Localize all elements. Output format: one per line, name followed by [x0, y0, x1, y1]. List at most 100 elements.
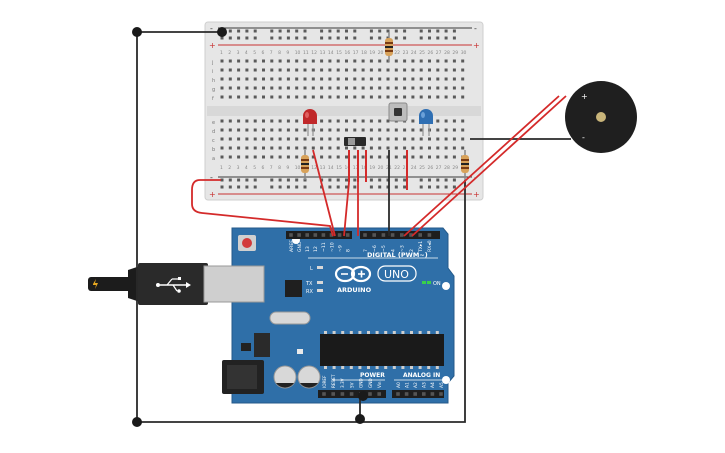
rail-hole[interactable] [253, 178, 257, 182]
rail-hole[interactable] [253, 185, 257, 189]
breadboard-hole[interactable] [419, 155, 423, 159]
breadboard-hole[interactable] [419, 86, 423, 90]
breadboard-hole[interactable] [228, 86, 232, 90]
breadboard-hole[interactable] [303, 146, 307, 150]
breadboard-hole[interactable] [361, 146, 365, 150]
breadboard-hole[interactable] [461, 146, 465, 150]
junction-bottom-middle[interactable] [355, 414, 365, 424]
breadboard-hole[interactable] [237, 86, 241, 90]
breadboard-hole[interactable] [436, 95, 440, 99]
push-button[interactable] [388, 102, 408, 122]
breadboard-hole[interactable] [386, 146, 390, 150]
breadboard-hole[interactable] [320, 77, 324, 81]
rail-hole[interactable] [270, 29, 274, 33]
breadboard-hole[interactable] [394, 77, 398, 81]
breadboard-hole[interactable] [253, 86, 257, 90]
breadboard-hole[interactable] [336, 155, 340, 159]
breadboard-hole[interactable] [220, 128, 224, 132]
breadboard-hole[interactable] [270, 119, 274, 123]
push-button-cap[interactable] [394, 108, 402, 116]
rail-hole[interactable] [270, 36, 274, 40]
breadboard-hole[interactable] [228, 137, 232, 141]
rail-hole[interactable] [253, 29, 257, 33]
breadboard-hole[interactable] [403, 137, 407, 141]
rail-hole[interactable] [428, 29, 431, 33]
rail-hole[interactable] [452, 178, 456, 182]
rail-hole[interactable] [369, 29, 373, 33]
rail-hole[interactable] [320, 36, 324, 40]
breadboard-hole[interactable] [411, 86, 415, 90]
breadboard-hole[interactable] [278, 146, 282, 150]
breadboard-hole[interactable] [253, 95, 257, 99]
rail-hole[interactable] [228, 36, 232, 40]
breadboard-hole[interactable] [303, 86, 307, 90]
breadboard-hole[interactable] [444, 86, 448, 90]
breadboard-hole[interactable] [328, 77, 332, 81]
breadboard-hole[interactable] [461, 68, 465, 72]
rail-hole[interactable] [336, 185, 340, 189]
rail-hole[interactable] [278, 29, 282, 33]
breadboard-hole[interactable] [461, 86, 465, 90]
breadboard-hole[interactable] [353, 95, 357, 99]
breadboard-hole[interactable] [452, 95, 456, 99]
breadboard-hole[interactable] [444, 77, 448, 81]
rail-hole[interactable] [378, 178, 382, 182]
breadboard-hole[interactable] [369, 137, 373, 141]
rail-hole[interactable] [303, 29, 307, 33]
breadboard-hole[interactable] [253, 146, 257, 150]
breadboard-hole[interactable] [311, 146, 315, 150]
breadboard-hole[interactable] [369, 86, 373, 90]
breadboard-hole[interactable] [403, 146, 407, 150]
breadboard-hole[interactable] [262, 77, 265, 81]
breadboard-hole[interactable] [262, 119, 265, 123]
digital-pin-hole[interactable] [363, 233, 367, 237]
breadboard-hole[interactable] [361, 77, 365, 81]
rail-hole[interactable] [353, 36, 357, 40]
rail-hole[interactable] [444, 36, 448, 40]
breadboard-hole[interactable] [245, 119, 249, 123]
rail-hole[interactable] [378, 36, 382, 40]
breadboard-hole[interactable] [303, 95, 307, 99]
breadboard-hole[interactable] [353, 68, 357, 72]
breadboard-hole[interactable] [270, 128, 274, 132]
breadboard-hole[interactable] [311, 155, 315, 159]
breadboard-hole[interactable] [303, 68, 307, 72]
breadboard-hole[interactable] [270, 59, 274, 63]
breadboard-hole[interactable] [286, 59, 290, 63]
breadboard-hole[interactable] [411, 137, 415, 141]
breadboard-hole[interactable] [386, 68, 390, 72]
breadboard-hole[interactable] [303, 128, 307, 132]
breadboard-hole[interactable] [220, 77, 224, 81]
analog-pin-hole[interactable] [430, 392, 435, 396]
breadboard-hole[interactable] [444, 128, 448, 132]
breadboard-hole[interactable] [286, 119, 290, 123]
rail-hole[interactable] [245, 185, 249, 189]
rail-hole[interactable] [303, 185, 307, 189]
breadboard-hole[interactable] [270, 77, 274, 81]
breadboard-hole[interactable] [286, 146, 290, 150]
rail-hole[interactable] [394, 185, 398, 189]
breadboard-hole[interactable] [361, 119, 365, 123]
breadboard-hole[interactable] [394, 68, 398, 72]
breadboard-hole[interactable] [228, 146, 232, 150]
rail-hole[interactable] [345, 29, 348, 33]
breadboard-hole[interactable] [320, 68, 324, 72]
rail-hole[interactable] [228, 29, 232, 33]
digital-pin-hole[interactable] [313, 233, 318, 237]
reset-button[interactable] [242, 238, 252, 248]
breadboard-hole[interactable] [237, 77, 241, 81]
breadboard-hole[interactable] [278, 155, 282, 159]
rail-hole[interactable] [253, 36, 257, 40]
breadboard-hole[interactable] [361, 86, 365, 90]
breadboard-hole[interactable] [311, 137, 315, 141]
rail-hole[interactable] [378, 29, 382, 33]
power-pin-hole[interactable] [377, 392, 381, 396]
breadboard-hole[interactable] [411, 77, 415, 81]
breadboard-hole[interactable] [262, 128, 265, 132]
breadboard-hole[interactable] [403, 95, 407, 99]
digital-pin-hole[interactable] [305, 233, 309, 237]
breadboard-hole[interactable] [444, 95, 448, 99]
digital-pin-hole[interactable] [427, 233, 432, 237]
breadboard-hole[interactable] [428, 86, 431, 90]
breadboard-hole[interactable] [428, 155, 431, 159]
